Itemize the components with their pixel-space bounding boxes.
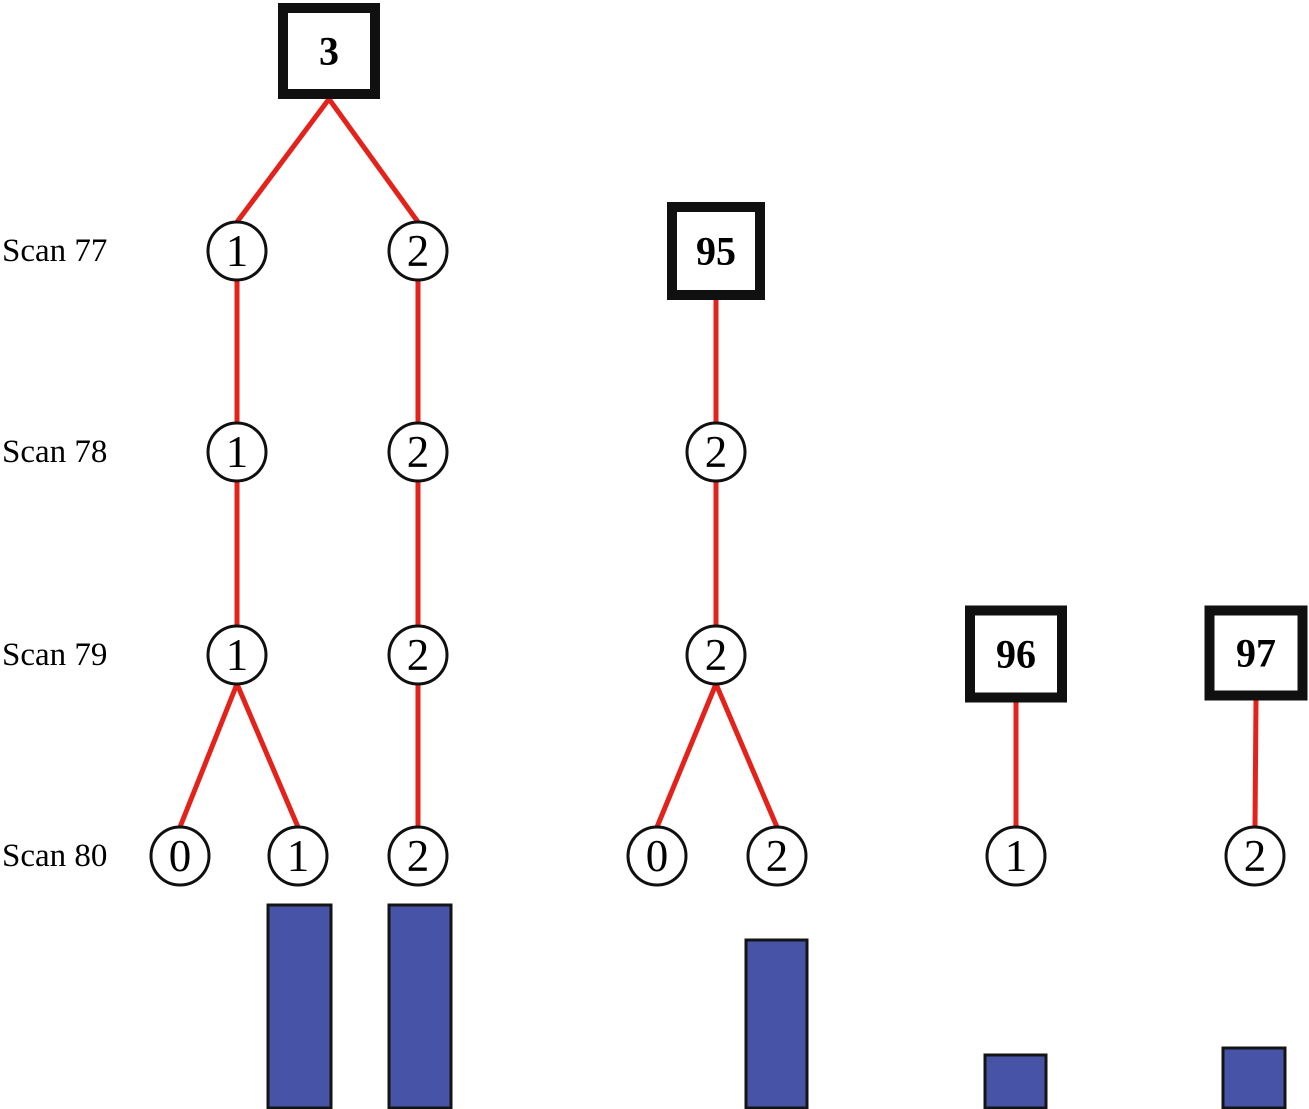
scan-row-label: Scan 80 (2, 838, 107, 874)
frequency-bar (266, 903, 333, 1109)
tree-edge (713, 683, 780, 828)
circle-node-label: 1 (226, 226, 249, 276)
tree-box-node (1204, 605, 1308, 701)
tree-edge (177, 683, 240, 828)
scan-row-label: Scan 79 (2, 637, 107, 673)
tree-circle-node (387, 624, 449, 686)
tree-circle-node (387, 220, 449, 282)
tree-edge (654, 683, 719, 828)
box-node-label: 3 (319, 29, 339, 74)
tree-edge (234, 683, 301, 828)
tree-circle-node (387, 421, 449, 483)
circle-node-label: 1 (226, 427, 249, 477)
box-node-label: 96 (996, 632, 1036, 677)
scan-row-label: Scan 78 (2, 434, 107, 470)
circle-node-label: 2 (705, 427, 728, 477)
box-node-label: 95 (696, 229, 736, 274)
tree-circle-node (387, 825, 449, 887)
tree-edge (1252, 700, 1259, 828)
circle-node-label: 2 (407, 831, 430, 881)
tree-edge (326, 97, 421, 224)
frequency-bar (744, 938, 809, 1109)
tree-box-node (667, 202, 765, 300)
scan-row-label: Scan 77 (2, 233, 107, 269)
frequency-bar (387, 903, 453, 1109)
tree-circle-node (1224, 825, 1286, 887)
circle-node-label: 2 (407, 427, 430, 477)
tree-circle-node (985, 825, 1047, 887)
circle-node-label: 2 (1244, 831, 1267, 881)
circle-node-label: 1 (1005, 831, 1028, 881)
tree-circle-node (149, 825, 211, 887)
tree-circle-node (206, 220, 268, 282)
tree-circle-node (746, 825, 808, 887)
circle-node-label: 2 (766, 831, 789, 881)
box-node-label: 97 (1236, 631, 1276, 676)
tree-circle-node (685, 421, 747, 483)
circle-node-label: 0 (646, 831, 669, 881)
tree-circle-node (685, 624, 747, 686)
tree-circle-node (626, 825, 688, 887)
tree-edge (234, 97, 332, 224)
tree-box-node (278, 3, 380, 99)
circle-node-label: 0 (169, 831, 192, 881)
tree-circle-node (206, 624, 268, 686)
tree-box-node (965, 605, 1067, 703)
frequency-bar (983, 1053, 1048, 1109)
circle-node-label: 2 (407, 630, 430, 680)
circle-node-label: 1 (226, 630, 249, 680)
frequency-bar (1221, 1046, 1287, 1109)
circle-node-label: 1 (287, 831, 310, 881)
circle-node-label: 2 (705, 630, 728, 680)
tree-circle-node (267, 825, 329, 887)
circle-node-label: 2 (407, 226, 430, 276)
tree-circle-node (206, 421, 268, 483)
